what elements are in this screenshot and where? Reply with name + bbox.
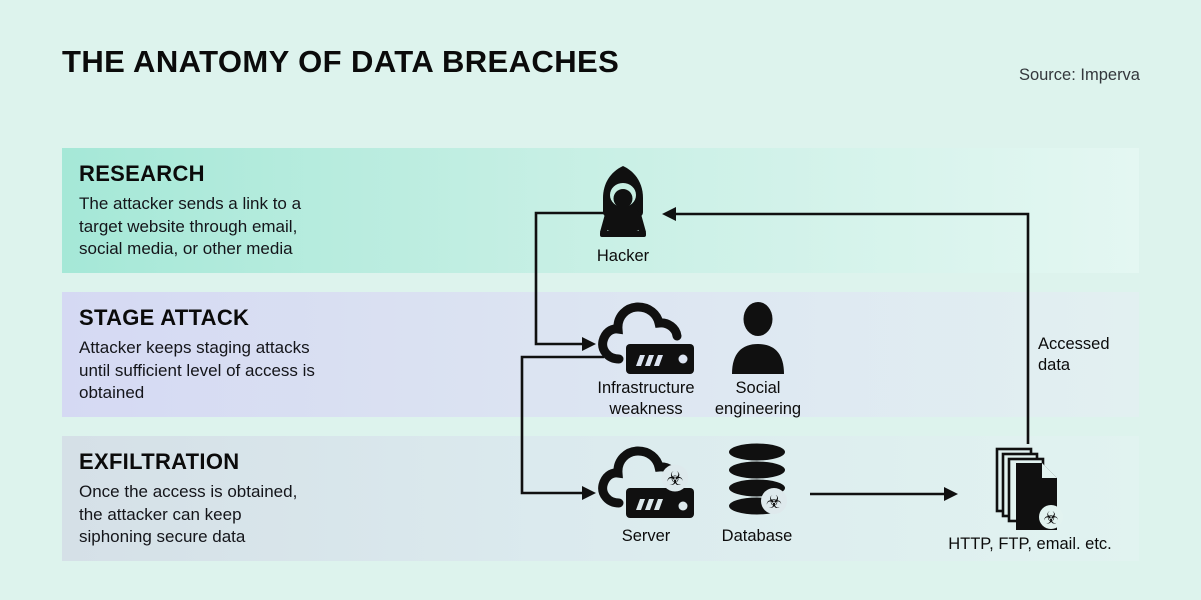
stage-description-stage-attack: Attacker keeps staging attacks until suf…	[79, 338, 315, 402]
biohazard-badge	[761, 488, 787, 514]
hacker-label: Hacker	[596, 247, 650, 265]
stage-description-research: The attacker sends a link to a target we…	[79, 194, 302, 258]
infrastructure-weakness-label: Infrastructure weakness	[597, 379, 695, 418]
social-engineering-icon	[732, 302, 784, 374]
database-icon: ☣	[729, 443, 787, 515]
infrastructure-weakness-icon	[598, 302, 694, 374]
biohazard-icon: ☣	[1043, 509, 1058, 529]
accessed-data-label: Accessed data	[1038, 335, 1110, 374]
biohazard-badge	[661, 464, 689, 492]
stage-heading-stage-attack: STAGE ATTACK	[79, 305, 250, 330]
server-label: Server	[621, 527, 671, 545]
page-title: THE ANATOMY OF DATA BREACHES	[62, 44, 620, 79]
stage-text-research: RESEARCH The attacker sends a link to a …	[79, 161, 301, 261]
stage-description-exfiltration: Once the access is obtained, the attacke…	[79, 482, 298, 546]
stage-text-exfiltration: EXFILTRATION Once the access is obtained…	[79, 449, 297, 549]
server-icon: ☣	[598, 446, 694, 518]
biohazard-icon: ☣	[666, 468, 683, 490]
biohazard-badge	[1039, 505, 1063, 529]
exfil-documents-icon: ☣	[995, 447, 1063, 530]
stage-text-stage-attack: STAGE ATTACK Attacker keeps staging atta…	[79, 305, 315, 405]
social-engineering-label: Social engineering	[714, 379, 802, 418]
biohazard-icon: ☣	[766, 492, 782, 513]
stage-heading-research: RESEARCH	[79, 161, 205, 186]
exfil-channels-label: HTTP, FTP, email. etc.	[948, 535, 1112, 553]
stage-heading-exfiltration: EXFILTRATION	[79, 449, 240, 474]
hacker-icon	[600, 166, 646, 237]
database-label: Database	[721, 527, 793, 545]
source-credit: Source: Imperva	[1018, 66, 1140, 84]
